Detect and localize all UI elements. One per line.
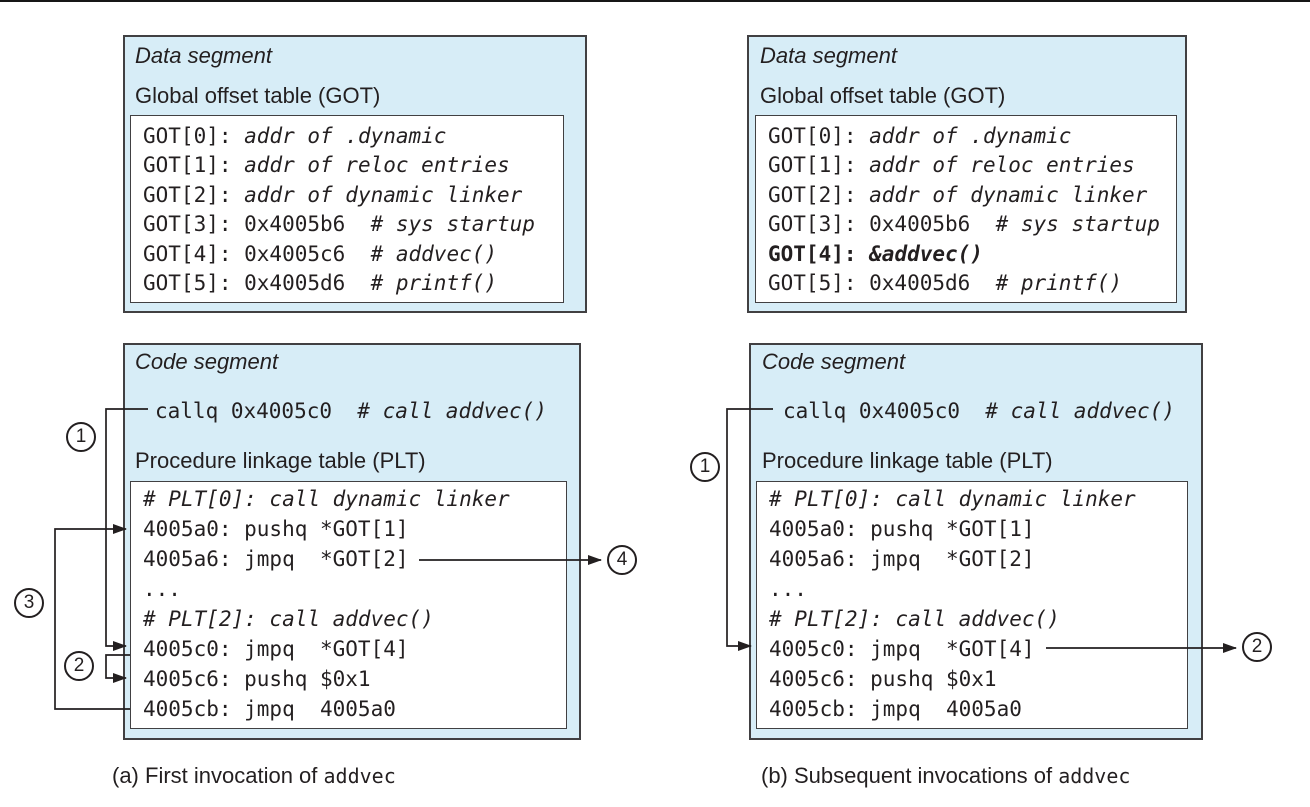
code-segment-title-a: Code segment [135,349,279,374]
code-segment-box-b: Code segment callq 0x4005c0 # call addve… [749,343,1203,740]
got-row: GOT[5]: 0x4005d6 # printf() [768,271,1123,296]
step-circle-2-a: 2 [64,651,94,681]
data-segment-title-a: Data segment [135,43,272,68]
plt-row: 4005a6: jmpq *GOT[2] [769,547,1035,571]
got-table-a: GOT[0]: addr of .dynamic GOT[1]: addr of… [130,115,564,303]
got-label-b: Global offset table (GOT) [760,83,1006,108]
plt-row: 4005cb: jmpq 4005a0 [143,697,396,721]
got-row: GOT[3]: 0x4005b6 # sys startup [143,212,535,237]
data-segment-box-b: Data segment Global offset table (GOT) G… [747,35,1187,313]
plt-row: 4005a0: pushq *GOT[1] [769,517,1035,541]
got-row: GOT[2]: addr of dynamic linker [768,182,1148,207]
step-circle-1-b: 1 [690,452,720,482]
plt-row: ... [143,577,181,601]
got-table-b: GOT[0]: addr of .dynamic GOT[1]: addr of… [755,115,1177,303]
data-segment-title-b: Data segment [760,43,897,68]
got-row-updated: GOT[4]: &addvec() [768,241,983,266]
arrow-step3-a [54,524,130,710]
plt-row: 4005a0: pushq *GOT[1] [143,517,409,541]
plt-row: # PLT[0]: call dynamic linker [769,487,1136,511]
plt-row: # PLT[2]: call addvec() [769,607,1060,631]
caption-a-code: addvec [323,764,396,788]
plt-table-b: # PLT[0]: call dynamic linker 4005a0: pu… [756,481,1188,729]
step-circle-4-a: 4 [607,545,637,575]
got-row: GOT[5]: 0x4005d6 # printf() [143,271,498,296]
data-segment-box-a: Data segment Global offset table (GOT) G… [123,35,587,313]
got-row: GOT[3]: 0x4005b6 # sys startup [768,212,1160,237]
plt-table-a: # PLT[0]: call dynamic linker 4005a0: pu… [130,481,567,729]
plt-row: 4005c0: jmpq *GOT[4] [769,637,1035,661]
plt-row: 4005cb: jmpq 4005a0 [769,697,1022,721]
got-row: GOT[2]: addr of dynamic linker [143,182,523,207]
plt-row: # PLT[2]: call addvec() [143,607,434,631]
caption-b-text: (b) Subsequent invocations of [761,763,1059,788]
got-row: GOT[0]: addr of .dynamic [768,124,1072,148]
got-row: GOT[1]: addr of reloc entries [143,153,510,178]
plt-row: 4005c0: jmpq *GOT[4] [143,637,409,661]
step-circle-3-a: 3 [14,588,44,618]
plt-row: # PLT[0]: call dynamic linker [143,487,510,511]
top-divider-rule [0,0,1310,2]
plt-row: 4005c6: pushq $0x1 [143,667,371,691]
got-row: GOT[4]: 0x4005c6 # addvec() [143,241,498,266]
code-segment-title-b: Code segment [762,349,906,374]
caption-b: (b) Subsequent invocations of addvec [761,762,1130,790]
plt-label-a: Procedure linkage table (PLT) [135,448,426,473]
step-circle-1-a: 1 [66,422,96,452]
call-instruction-b: callq 0x4005c0 # call addvec() [783,399,1175,423]
plt-row: 4005c6: pushq $0x1 [769,667,997,691]
call-instruction-a: callq 0x4005c0 # call addvec() [155,399,547,423]
got-row: GOT[0]: addr of .dynamic [143,124,447,148]
caption-a-text: (a) First invocation of [112,763,324,788]
got-row: GOT[1]: addr of reloc entries [768,153,1135,178]
caption-b-code: addvec [1058,764,1131,788]
step-circle-2-b: 2 [1242,632,1272,662]
got-label-a: Global offset table (GOT) [135,83,381,108]
code-segment-box-a: Code segment callq 0x4005c0 # call addve… [123,343,581,740]
caption-a: (a) First invocation of addvec [112,762,396,790]
plt-row: ... [769,577,807,601]
plt-label-b: Procedure linkage table (PLT) [762,448,1053,473]
plt-row: 4005a6: jmpq *GOT[2] [143,547,409,571]
